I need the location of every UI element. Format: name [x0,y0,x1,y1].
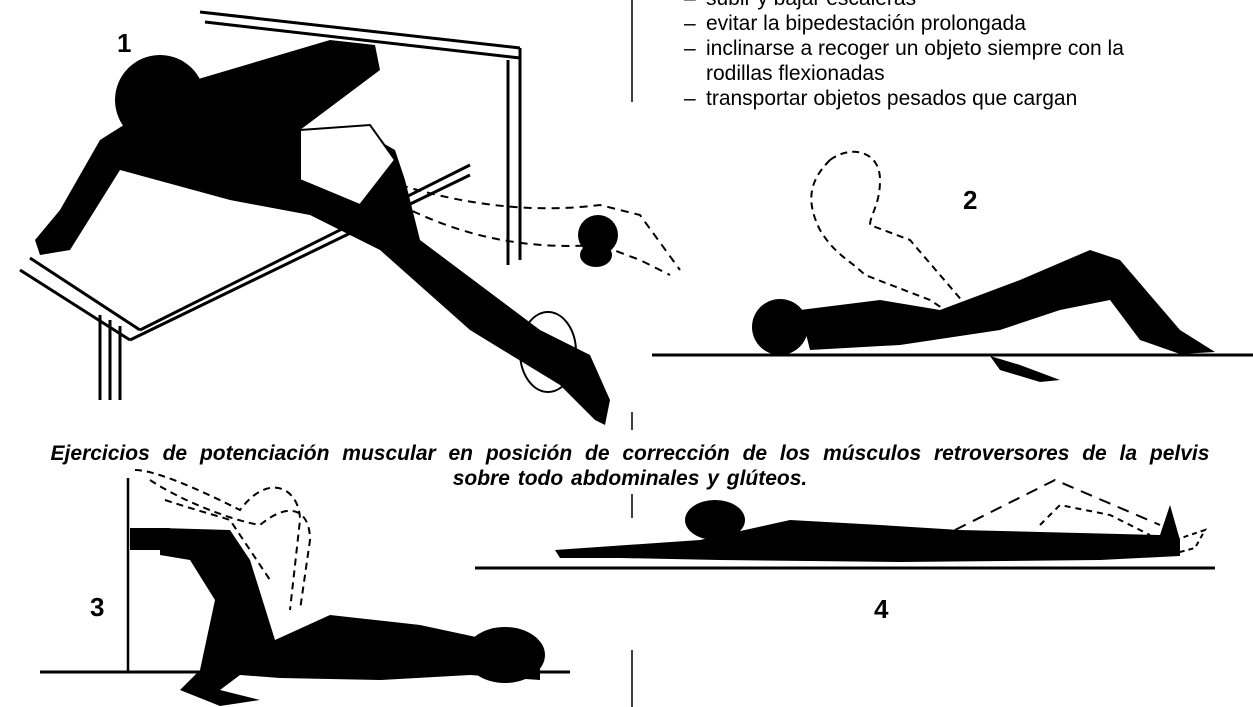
list-item: – inclinarse a recoger un objeto siempre… [680,36,1253,86]
caption-line-1: Ejercicios de potenciación muscular en p… [0,441,1253,466]
caption-line-2: sobre todo abdominales y glúteos. [0,466,1253,491]
figure-2-illustration [652,152,1253,382]
figure-1-body [35,40,618,425]
figure-label-3: 3 [90,594,104,620]
list-item: – transportar objetos pesados que cargan [680,86,1253,111]
list-item-text-continued: rodillas flexionadas [706,61,1253,86]
figure-label-4: 4 [874,596,888,622]
figure-label-1: 1 [117,30,131,56]
recommendation-list: – subir y bajar escaleras – evitar la bi… [680,0,1253,111]
figure-caption: Ejercicios de potenciación muscular en p… [0,441,1253,491]
list-item-text: evitar la bipedestación prolongada [706,11,1253,36]
list-item-text: inclinarse a recoger un objeto siempre c… [706,36,1253,61]
list-item: – evitar la bipedestación prolongada [680,11,1253,36]
list-dash: – [684,0,696,11]
figure-3-illustration [40,470,570,706]
list-item: – subir y bajar escaleras [680,0,1253,11]
figure-4-illustration [475,480,1215,568]
list-item-text: transportar objetos pesados que cargan [706,86,1253,111]
list-dash: – [684,36,696,61]
list-dash: – [684,86,696,111]
list-dash: – [684,11,696,36]
list-item-text: subir y bajar escaleras [706,0,1253,11]
figure-label-2: 2 [963,187,977,213]
